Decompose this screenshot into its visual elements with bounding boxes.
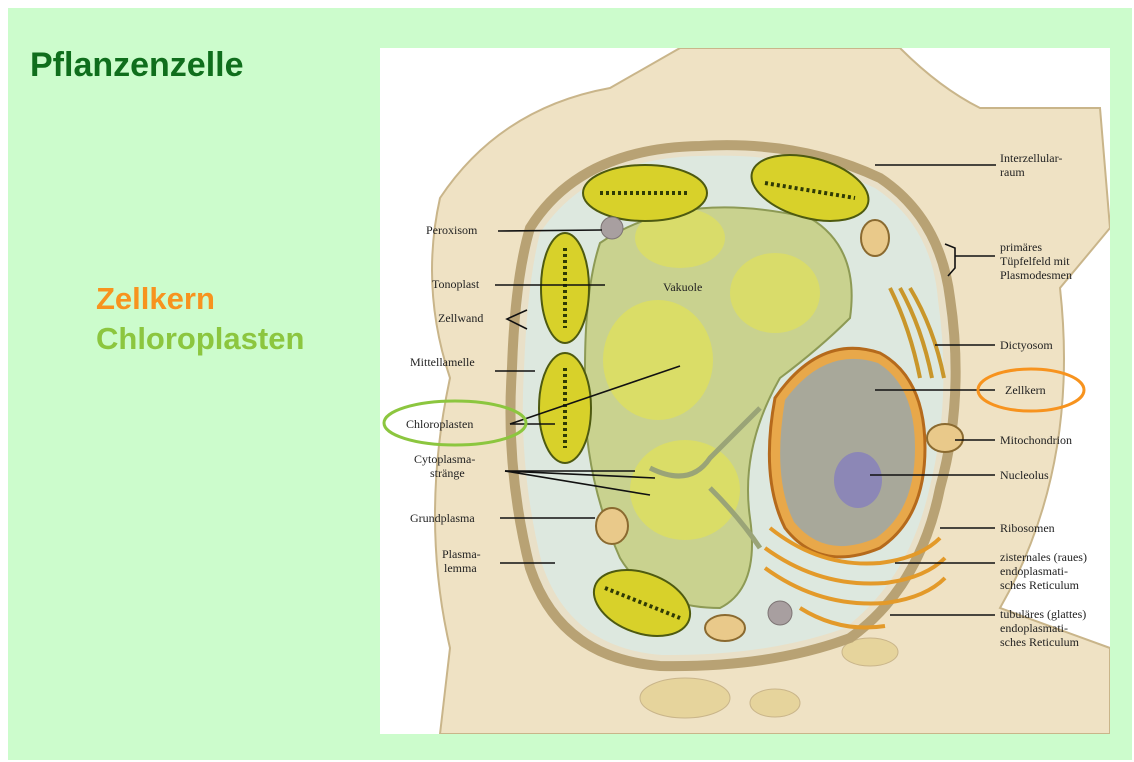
- label-interzellular-2: raum: [1000, 165, 1025, 179]
- plant-cell-diagram: Peroxisom Tonoplast Zellwand Mittellamel…: [380, 48, 1110, 734]
- label-plasmalemma-1: Plasma-: [442, 547, 481, 561]
- peroxisom: [601, 217, 623, 239]
- label-ser-1: tubuläres (glattes): [1000, 607, 1086, 621]
- label-rer-1: zisternales (raues): [1000, 550, 1087, 564]
- label-peroxisom: Peroxisom: [426, 223, 478, 237]
- cell-illustration: Peroxisom Tonoplast Zellwand Mittellamel…: [380, 48, 1110, 734]
- slide: Pflanzenzelle Zellkern Chloroplasten: [8, 8, 1132, 760]
- label-zellkern: Zellkern: [1005, 383, 1046, 397]
- legend-chloroplasten: Chloroplasten: [96, 321, 304, 357]
- label-nucleolus: Nucleolus: [1000, 468, 1049, 482]
- label-grundplasma: Grundplasma: [410, 511, 475, 525]
- legend-zellkern: Zellkern: [96, 281, 215, 317]
- label-cytoplasma-1: Cytoplasma-: [414, 452, 475, 466]
- label-mitochondrion: Mitochondrion: [1000, 433, 1072, 447]
- label-tonoplast: Tonoplast: [432, 277, 480, 291]
- label-plasmalemma-2: lemma: [444, 561, 477, 575]
- label-cytoplasma-2: stränge: [430, 466, 465, 480]
- label-ribosomen: Ribosomen: [1000, 521, 1055, 535]
- label-ser-2: endoplasmati-: [1000, 621, 1068, 635]
- label-tuepfel-1: primäres: [1000, 240, 1042, 254]
- label-ser-3: sches Reticulum: [1000, 635, 1080, 649]
- label-dictyosom: Dictyosom: [1000, 338, 1053, 352]
- label-rer-2: endoplasmati-: [1000, 564, 1068, 578]
- label-vakuole: Vakuole: [663, 280, 702, 294]
- label-mittellamelle: Mittellamelle: [410, 355, 475, 369]
- zellkern: [769, 348, 925, 557]
- label-zellwand: Zellwand: [438, 311, 483, 325]
- slide-title: Pflanzenzelle: [30, 46, 244, 85]
- nucleolus: [834, 452, 882, 508]
- label-tuepfel-3: Plasmodesmen: [1000, 268, 1072, 282]
- label-rer-3: sches Reticulum: [1000, 578, 1080, 592]
- label-tuepfel-2: Tüpfelfeld mit: [1000, 254, 1070, 268]
- label-chloroplasten: Chloroplasten: [406, 417, 473, 431]
- label-interzellular-1: Interzellular-: [1000, 151, 1062, 165]
